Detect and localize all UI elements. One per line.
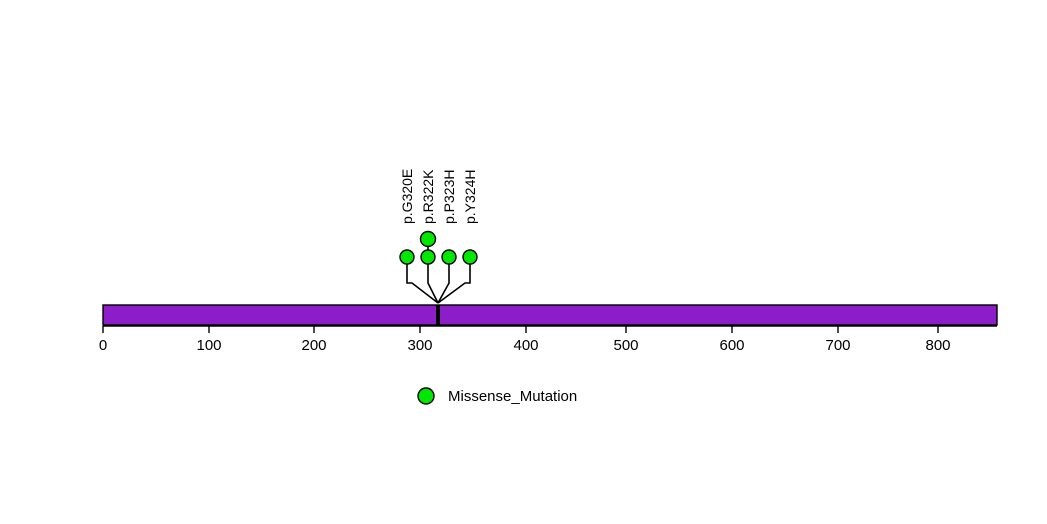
protein-site-marker [436, 305, 440, 325]
protein-backbone-bar [102, 304, 998, 326]
mutation-label-p-G320E: p.G320E [399, 168, 415, 224]
x-tick-label-400: 400 [513, 337, 539, 354]
stem-mutation-0 [406, 250, 439, 304]
x-tick-label-0: 0 [98, 337, 108, 354]
x-tick-label-200: 200 [301, 337, 327, 354]
x-tick-label-100: 100 [196, 337, 222, 354]
mutation-label-p-R322K: p.R322K [420, 169, 436, 224]
lollipop-heads [399, 230, 478, 265]
lollipop-head-mutation-2[interactable] [441, 249, 457, 265]
x-tick-label-300: 300 [407, 337, 433, 354]
legend-label-missense-mutation: Missense_Mutation [448, 388, 578, 405]
x-tick-label-700: 700 [825, 337, 851, 354]
lollipop-head-mutation-1-lower[interactable] [420, 249, 436, 265]
mutation-label-p-P323H: p.P323H [441, 169, 457, 224]
lollipop-head-mutation-3[interactable] [462, 249, 478, 265]
legend-marker-missense [417, 387, 435, 405]
x-tick-label-600: 600 [719, 337, 745, 354]
x-axis [102, 325, 997, 333]
lollipop-head-mutation-1-upper[interactable] [419, 230, 437, 248]
mutation-label-p-Y324H: p.Y324H [462, 169, 478, 224]
lollipop-stems [406, 234, 471, 304]
lollipop-head-mutation-0[interactable] [399, 249, 415, 265]
x-tick-label-500: 500 [613, 337, 639, 354]
stem-mutation-3 [437, 250, 471, 304]
x-tick-label-800: 800 [925, 337, 951, 354]
